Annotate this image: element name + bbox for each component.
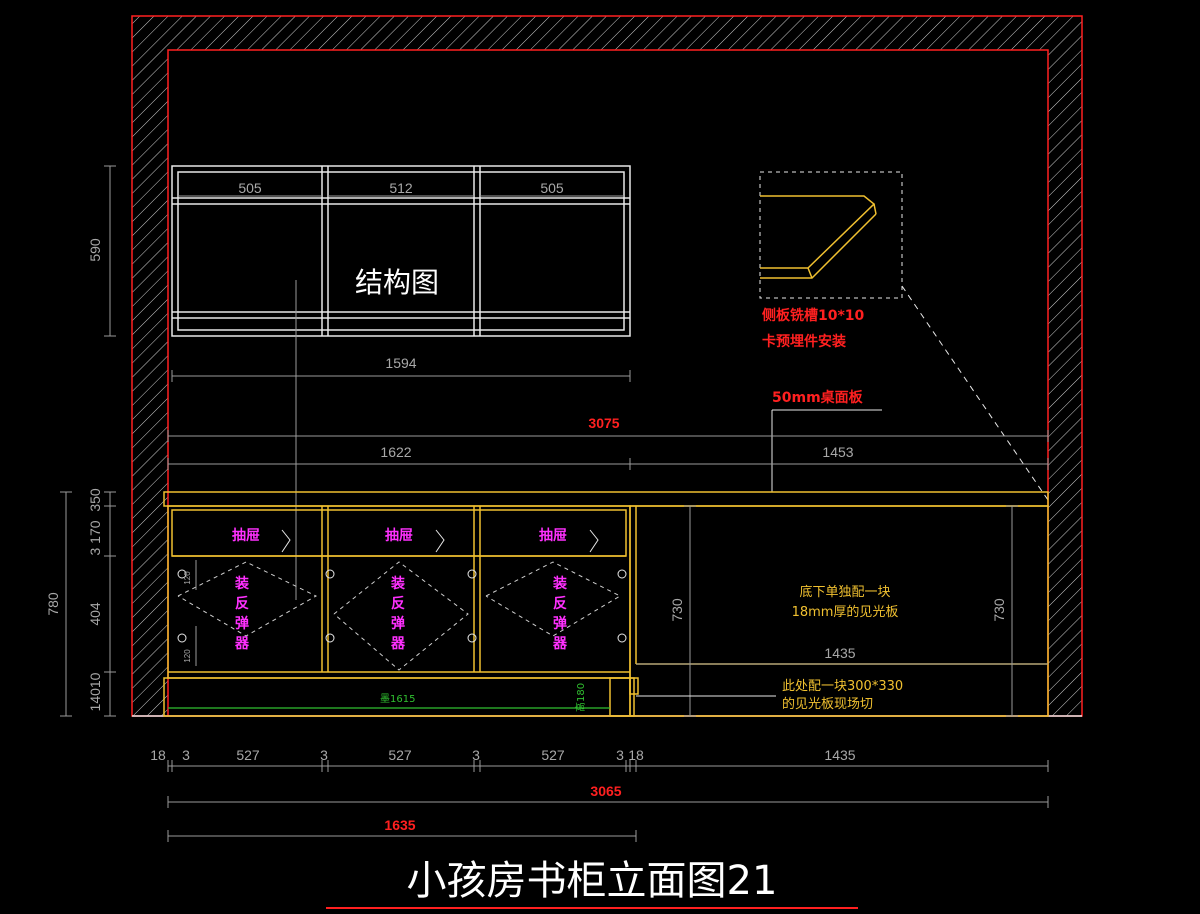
side-board-note-2: 的见光板现场切	[782, 696, 873, 712]
rebound-label-2: 装 反 弹 器	[390, 575, 406, 652]
svg-text:器: 器	[552, 636, 568, 652]
dim-top-total: 1594	[385, 355, 416, 371]
dim-120-a: 120	[183, 571, 192, 585]
groove-note-line2: 卡预埋件安装	[762, 333, 847, 350]
svg-text:弹: 弹	[553, 615, 567, 632]
desk-board-label: 50mm桌面板	[772, 389, 864, 406]
desk-board-note: 50mm桌面板	[771, 389, 882, 492]
dim-780: 780	[45, 592, 61, 616]
svg-text:弹: 弹	[391, 615, 405, 632]
bottom-board-note-1: 底下单独配一块	[799, 584, 890, 600]
bottom-board-note-2: 18mm厚的见光板	[792, 604, 899, 620]
dim-120-b: 120	[183, 649, 192, 663]
dim-730-left: 730	[669, 598, 685, 622]
svg-text:装: 装	[552, 575, 568, 592]
dim-bottom-3-a: 3	[182, 747, 190, 763]
dim-top-unit-2: 512	[389, 180, 413, 196]
left-cabinet: 墨1615 高180 抽屉 抽屉 抽屉 装 反 弹 器 装 反 弹 器 装 反 …	[163, 505, 639, 717]
title: 小孩房书柜立面图21	[407, 858, 778, 904]
dim-1453: 1453	[822, 444, 853, 460]
dim-730-right: 730	[991, 598, 1007, 622]
dim-3075: 3075	[588, 415, 619, 431]
svg-text:弹: 弹	[235, 615, 249, 632]
dim-404: 404	[87, 602, 103, 626]
dim-bottom-18-right: 18	[628, 747, 644, 763]
svg-text:反: 反	[391, 595, 405, 612]
wall-hatch	[131, 15, 1083, 717]
dim-bottom-527-b: 527	[388, 747, 412, 763]
desk-top	[163, 491, 1049, 507]
top-dims: 3075 1622 1453	[167, 415, 1049, 470]
dim-1635: 1635	[384, 817, 415, 833]
dim-3170: 3 170	[87, 520, 103, 555]
dim-3065: 3065	[590, 783, 621, 799]
svg-text:反: 反	[235, 595, 249, 612]
groove-detail: 侧板铣槽10*10 卡预埋件安装	[759, 171, 1049, 501]
bottom-dims: 18 3 527 3 527 3 527 3 18 1435 3065 1635	[150, 747, 1049, 842]
baseboard-label: 墨1615	[380, 693, 415, 705]
svg-text:反: 反	[553, 595, 567, 612]
drawer-label-1: 抽屉	[232, 527, 260, 544]
dim-350: 350	[87, 488, 103, 512]
dim-1622: 1622	[380, 444, 411, 460]
dim-bottom-3-b: 3	[320, 747, 328, 763]
right-section: 730 730 1435 底下单独配一块 18mm厚的见光板 此处配一块300*…	[629, 505, 1049, 717]
dim-top-unit-3: 505	[540, 180, 564, 196]
side-board-note-1: 此处配一块300*330	[782, 679, 903, 694]
svg-text:器: 器	[390, 636, 406, 652]
svg-text:装: 装	[234, 575, 250, 592]
dim-top-unit-1: 505	[238, 180, 262, 196]
dim-14010: 14010	[87, 672, 103, 711]
groove-note-line1: 侧板铣槽10*10	[762, 307, 865, 324]
dim-bottom-527-c: 527	[541, 747, 565, 763]
drawer-label-3: 抽屉	[539, 527, 567, 544]
svg-text:器: 器	[234, 636, 250, 652]
dim-bottom-1435: 1435	[824, 747, 855, 763]
structure-diagram: 505 512 505 结构图 1594	[171, 165, 631, 600]
dim-bottom-3-d: 3	[616, 747, 624, 763]
drawer-label-2: 抽屉	[385, 527, 413, 544]
rebound-label-3: 装 反 弹 器	[552, 575, 568, 652]
structure-label: 结构图	[355, 266, 439, 299]
dim-1435-mid: 1435	[824, 645, 855, 661]
svg-text:装: 装	[390, 575, 406, 592]
dim-590: 590	[87, 238, 103, 262]
left-cabinet-dims: 780 350 3 170 404 14010	[45, 488, 116, 717]
dim-bottom-527-a: 527	[236, 747, 260, 763]
dim-bottom-3-c: 3	[472, 747, 480, 763]
drawing-title: 小孩房书柜立面图21	[326, 858, 858, 909]
base-height-label: 高180	[574, 683, 587, 712]
left-structure-dims: 590	[87, 165, 116, 337]
dim-bottom-18-left: 18	[150, 747, 166, 763]
rebound-label-1: 装 反 弹 器	[234, 575, 250, 652]
